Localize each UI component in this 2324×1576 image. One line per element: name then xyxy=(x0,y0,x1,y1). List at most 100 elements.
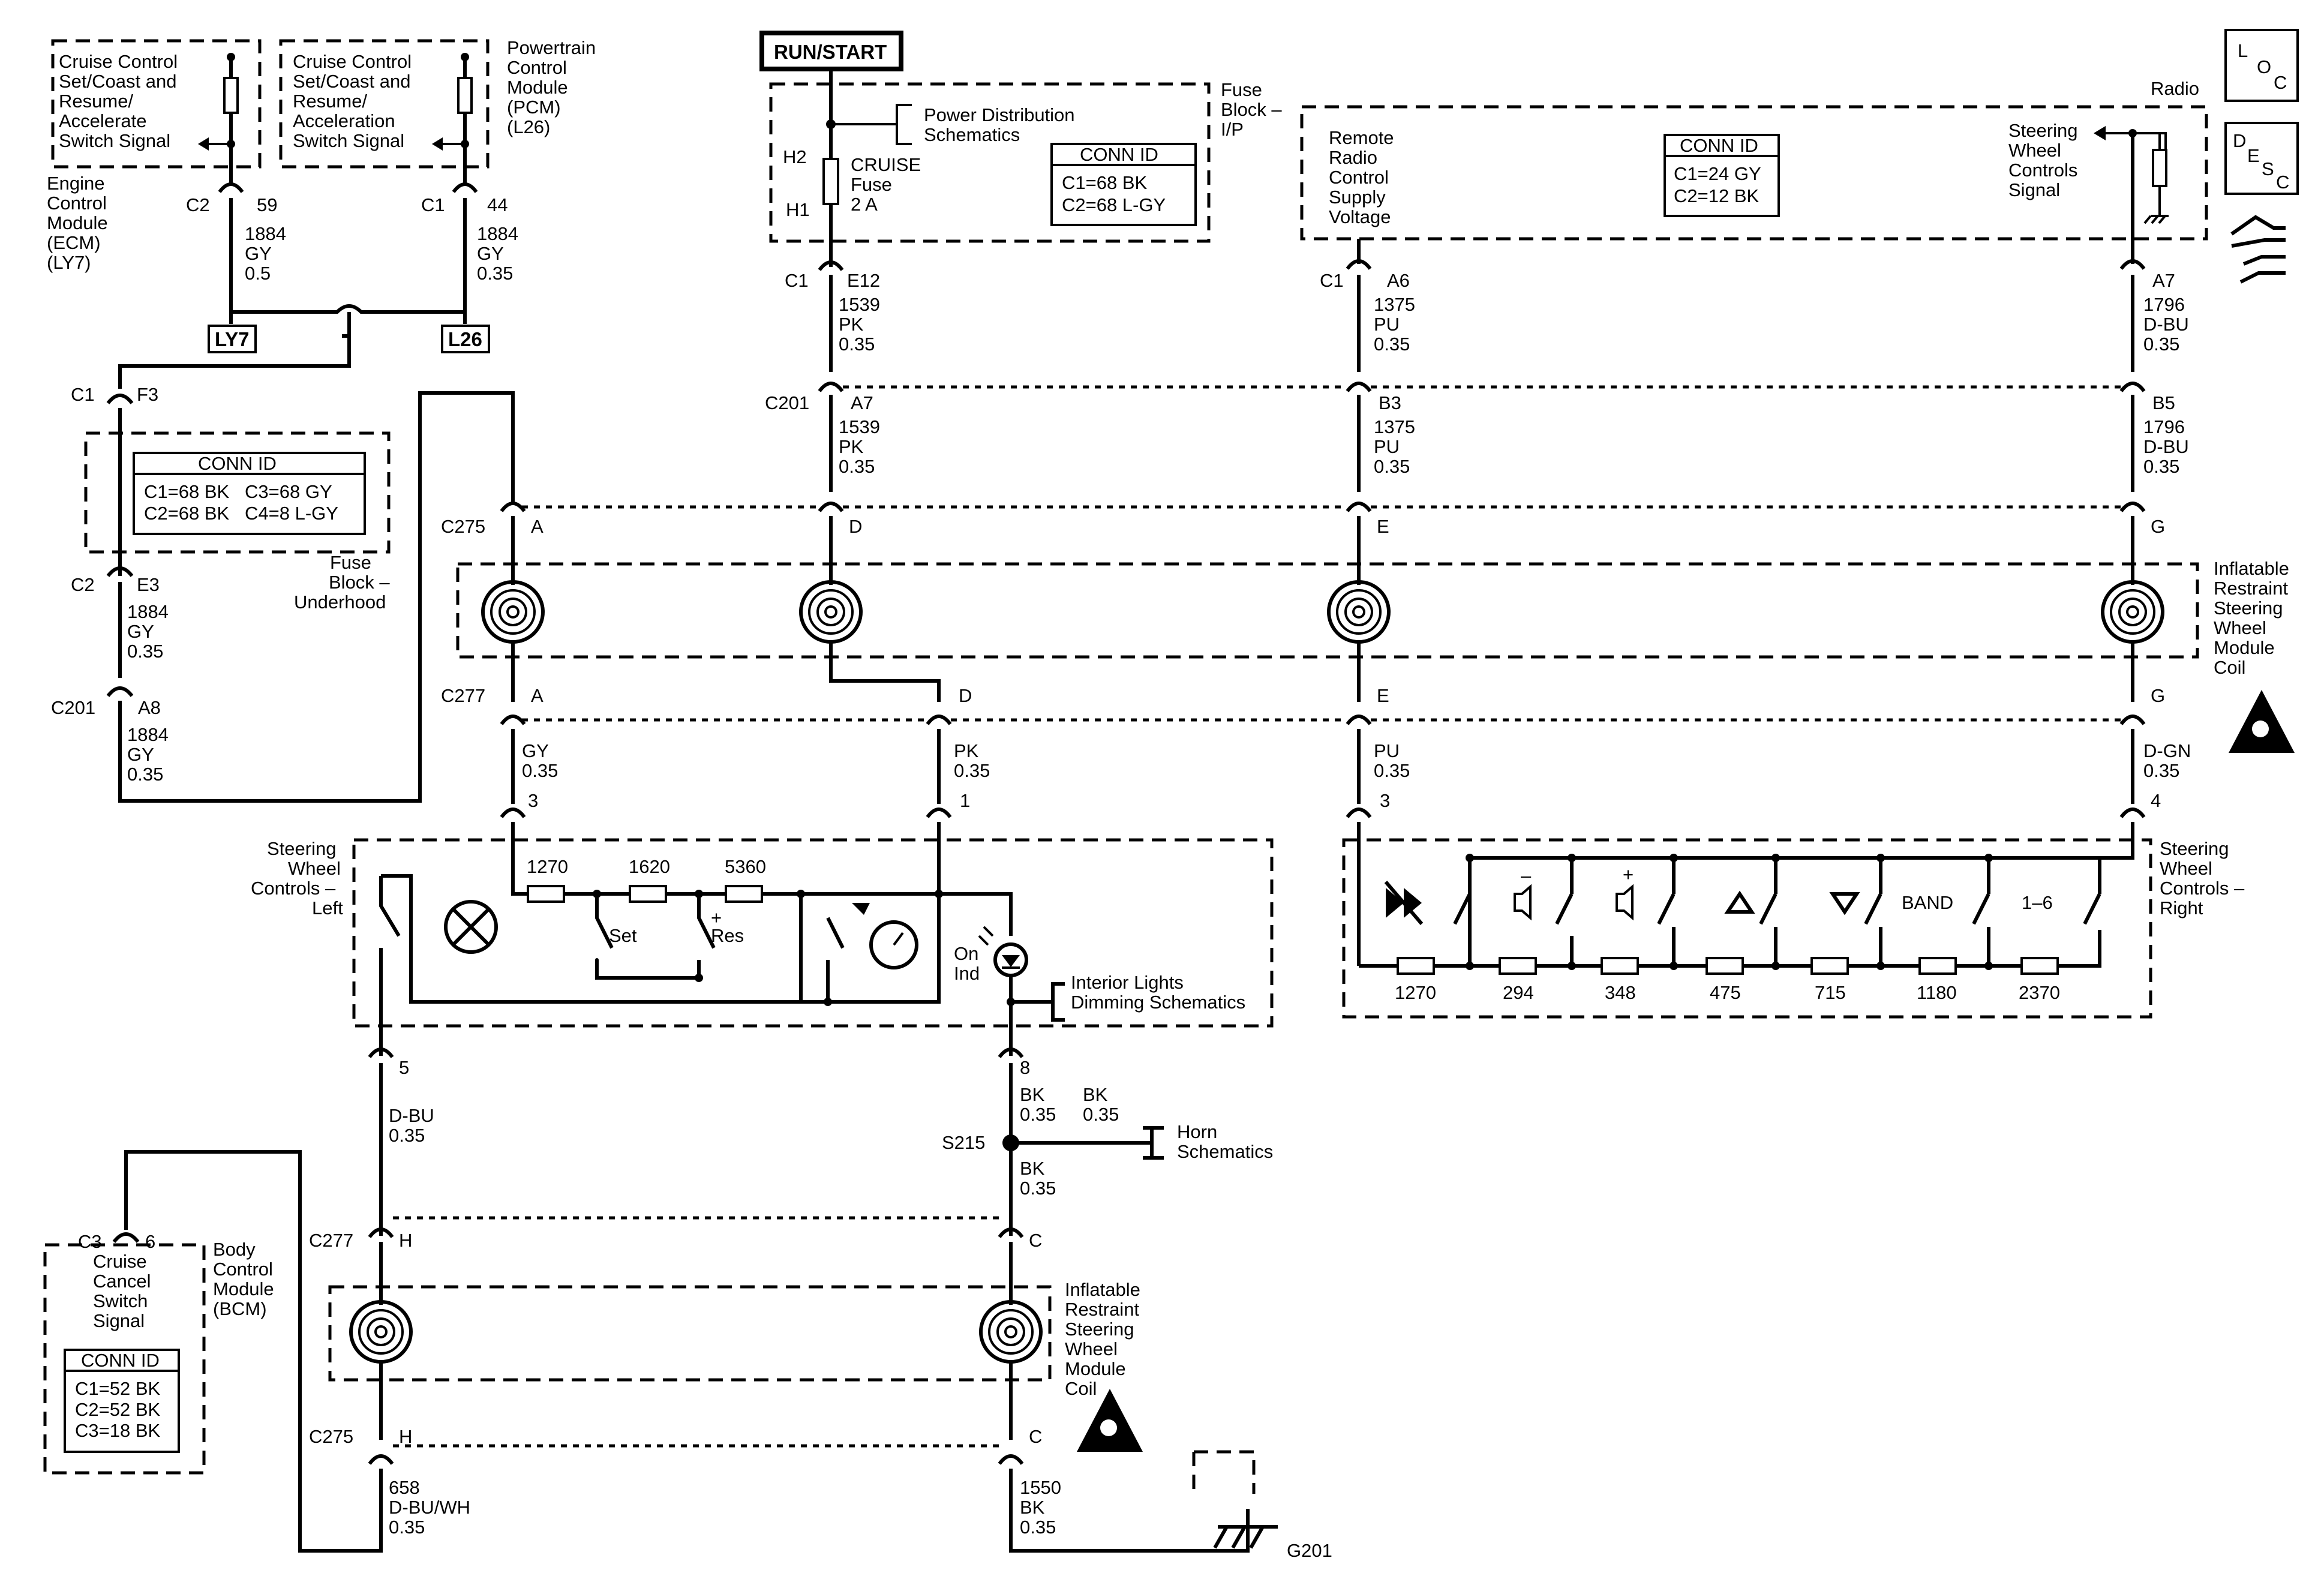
swc-right: Steering Wheel Controls – Right – + BAND… xyxy=(1342,822,2245,1019)
wire-g-size: 0.35 xyxy=(2143,760,2179,781)
ip-pin: E12 xyxy=(847,270,880,291)
radio-swc-line1: Steering xyxy=(2008,120,2077,141)
pcm-module-line4: (PCM) xyxy=(507,97,561,118)
volume-up-icon xyxy=(1616,884,1634,921)
clockspring-top: Inflatable Restraint Steering Wheel Modu… xyxy=(456,516,2295,753)
uh-pin-top: F3 xyxy=(137,384,158,405)
bcm-conn-id-box xyxy=(64,1349,180,1453)
coil-top-label-line4: Wheel xyxy=(2214,617,2266,638)
radio-a7-color: D-BU xyxy=(2143,314,2189,335)
cruise-gauge-icon xyxy=(852,903,918,969)
radio-swc-line3: Controls xyxy=(2008,160,2077,181)
coil-a-icon xyxy=(481,580,545,644)
bcm-module-line1: Body xyxy=(213,1239,256,1260)
ecm-size: 0.5 xyxy=(245,263,271,284)
radio-conn-id-title: CONN ID xyxy=(1680,135,1758,156)
radio-swc-line2: Wheel xyxy=(2008,140,2061,161)
ecm-signal-line3: Resume/ xyxy=(59,91,133,112)
horn-line1: Horn xyxy=(1177,1121,1217,1142)
bcm-box: C3 6 Cruise Cancel Switch Signal Body Co… xyxy=(43,1231,274,1475)
swc-right-switches xyxy=(1453,854,2101,970)
c201-label: C201 xyxy=(765,392,809,413)
uh-label-line1: Fuse xyxy=(330,552,371,573)
uh-conn-id-title: CONN ID xyxy=(198,453,277,474)
c201-b3-color: PU xyxy=(1374,436,1400,457)
c277-top-pin-e: E xyxy=(1377,685,1389,706)
interior-lights-line1: Interior Lights xyxy=(1071,972,1184,993)
wire658-color: D-BU/WH xyxy=(389,1497,470,1518)
bcm-signal-line1: Cruise xyxy=(93,1251,147,1272)
uh-c201-label: C201 xyxy=(51,697,95,718)
volume-down-icon xyxy=(1514,884,1532,921)
radio-conn-id-box xyxy=(1664,134,1780,217)
radio-conn-id-line2: C2=12 BK xyxy=(1674,185,1759,206)
ip-conn-id-box xyxy=(1050,143,1197,226)
c201-a7-size: 0.35 xyxy=(839,456,875,477)
clockspring-bottom xyxy=(328,1285,1052,1382)
ip-wire-color: PK xyxy=(839,314,864,335)
c201-b5-color: D-BU xyxy=(2143,436,2189,457)
fuse-block-underhood: C1 F3 CONN ID C1=68 BK C3=68 GY C2=68 BK… xyxy=(51,384,515,803)
swc-left-label3: Controls – xyxy=(251,878,336,899)
ecm-module-line4: (ECM) xyxy=(47,232,101,253)
coil-g-icon xyxy=(2101,580,2164,644)
coil-top-label-line3: Steering xyxy=(2214,598,2283,619)
coil-bottom-label-line2: Restraint xyxy=(1065,1299,1139,1320)
wire8-size: 0.35 xyxy=(1020,1104,1056,1125)
wire-d-color: PK xyxy=(954,740,979,761)
coil-top-label-line2: Restraint xyxy=(2214,578,2288,599)
uh-c201-pin: A8 xyxy=(138,697,161,718)
pcm-signal-line5: Switch Signal xyxy=(293,130,404,151)
bcm-signal-line3: Switch xyxy=(93,1290,148,1311)
ip-label-line1: Fuse xyxy=(1221,79,1262,100)
wire-e-size: 0.35 xyxy=(1374,760,1410,781)
uh-wire-circuit: 1884 xyxy=(127,601,169,622)
pcm-module-line3: Module xyxy=(507,77,568,98)
ip-label-line2: Block – xyxy=(1221,99,1282,120)
cruise-fuse-symbol xyxy=(822,158,839,205)
ecm-signal-line4: Accelerate xyxy=(59,110,146,131)
ip-h2: H2 xyxy=(783,146,807,167)
fuse-block-ip: Power Distribution Schematics H2 H1 CRUI… xyxy=(769,79,1282,372)
coil-bottom-label-line1: Inflatable xyxy=(1065,1279,1140,1300)
bcm-conn-id-line2: C2=52 BK xyxy=(75,1399,161,1420)
loc-box[interactable] xyxy=(2224,29,2299,102)
bcm-conn-id-line1: C1=52 BK xyxy=(75,1378,161,1399)
volume-minus-sign: – xyxy=(1521,865,1532,886)
uh-wire-color: GY xyxy=(127,621,154,642)
uh-conn-id-line1: C1=68 BK C3=68 GY xyxy=(144,481,332,502)
swc-right-label4: Right xyxy=(2160,897,2203,918)
coil-bottom-label-line3: Steering xyxy=(1065,1319,1134,1340)
coil-top-label-line5: Module xyxy=(2214,637,2275,658)
radio-pin-a6: A6 xyxy=(1387,270,1410,291)
radio-conn1: C1 xyxy=(1320,270,1344,291)
radio-connectors: C1 A6 1375 PU 0.35 A7 1796 D-BU 0.35 xyxy=(1320,259,2189,372)
c275-top-pin-a: A xyxy=(531,516,544,537)
ecm-signal-line2: Set/Coast and xyxy=(59,71,176,92)
c275-top-pin-e: E xyxy=(1377,516,1389,537)
bcm-module-line4: (BCM) xyxy=(213,1298,267,1319)
hand-wrench-icon[interactable] xyxy=(2230,215,2286,284)
c277-top-label: C277 xyxy=(441,685,485,706)
c275-top-pin-g: G xyxy=(2151,516,2165,537)
wire5-size: 0.35 xyxy=(389,1125,425,1146)
pcm-signal-line1: Cruise Control xyxy=(293,51,412,72)
coil-h-icon xyxy=(349,1300,413,1364)
desc-box[interactable] xyxy=(2224,122,2299,195)
uh-wire2-circuit: 1884 xyxy=(127,724,169,745)
ground-g201-icon xyxy=(1192,1450,1278,1549)
pcm-circuit: 1884 xyxy=(477,223,518,244)
swc-left-r5360: 5360 xyxy=(725,856,766,877)
bcm-signal-line4: Signal xyxy=(93,1310,145,1331)
pcm-size: 0.35 xyxy=(477,263,513,284)
c277-bottom-pin-c: C xyxy=(1029,1230,1042,1251)
horn-wire-color: BK xyxy=(1083,1084,1108,1105)
lower-wiring: D-BU 0.35 BK 0.35 S215 BK 0.35 Horn Sche… xyxy=(124,1063,1332,1561)
pcm-module-line2: Control xyxy=(507,57,567,78)
ecm-signal-line1: Cruise Control xyxy=(59,51,178,72)
c275-top-label: C275 xyxy=(441,516,485,537)
swc-left-pin5: 5 xyxy=(399,1057,409,1078)
coil-top-label-line1: Inflatable xyxy=(2214,558,2289,579)
radio-supply-line1: Remote xyxy=(1329,127,1394,148)
